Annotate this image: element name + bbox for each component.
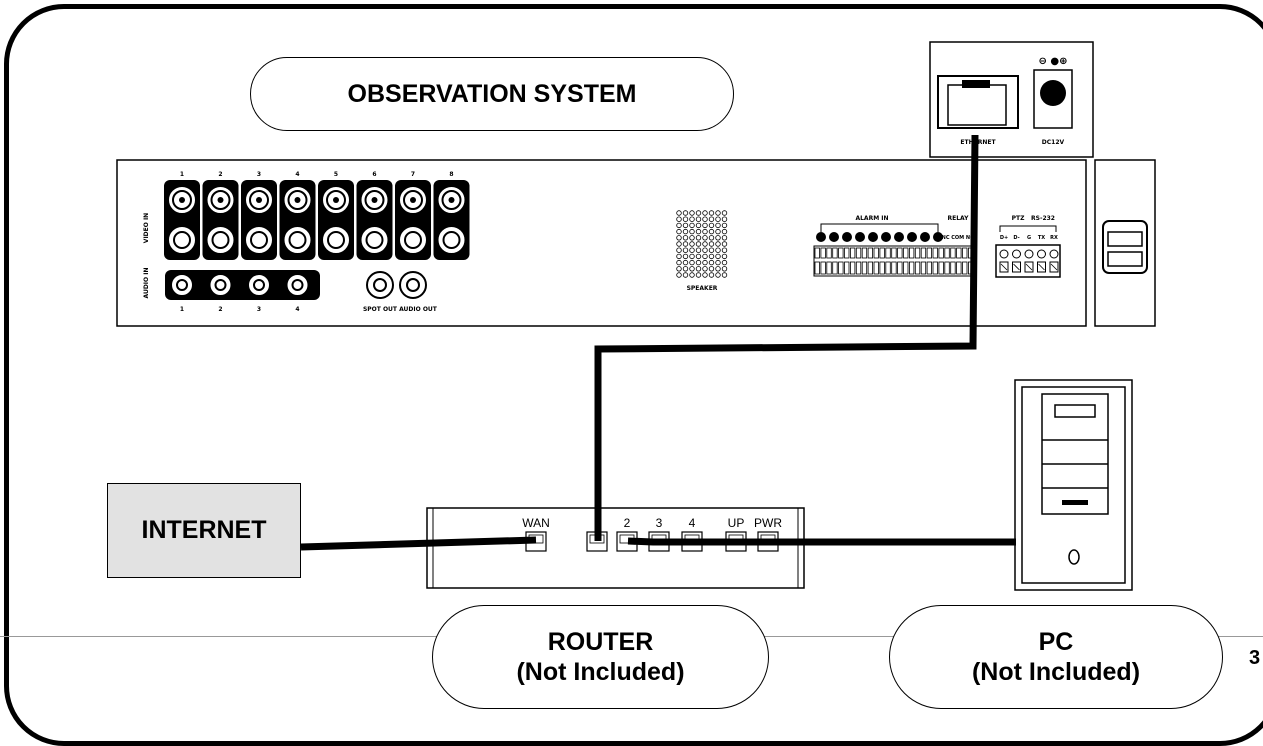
- internet-box: INTERNET: [107, 483, 301, 578]
- video-in-connector[interactable]: [398, 185, 428, 255]
- ptz-label: PTZ: [1012, 215, 1025, 222]
- dc12v-label: DC12V: [1042, 139, 1065, 146]
- router-port-label: 3: [656, 516, 663, 530]
- video-in-connector[interactable]: [282, 185, 313, 255]
- dc-jack-icon[interactable]: [1040, 80, 1066, 106]
- video-channel-number: 5: [334, 171, 338, 178]
- pc-power-button-icon[interactable]: [1068, 549, 1080, 565]
- diagram-canvas: ⊖ ●⊕ ETHERNET DC12V VIDEO IN AUDIO IN 1 2…: [116, 41, 1156, 591]
- pc-pill-line1: PC: [1038, 628, 1074, 656]
- audio-in-connector[interactable]: [285, 273, 310, 297]
- alarm-terminal-block: [813, 245, 975, 277]
- ptz-terminal-label: TX: [1038, 235, 1045, 241]
- observation-system-label: OBSERVATION SYSTEM: [347, 80, 637, 108]
- speaker-label: SPEAKER: [687, 285, 718, 292]
- pc-tower: [1014, 379, 1133, 591]
- alarm-in-label: ALARM IN: [855, 215, 888, 222]
- ptz-terminal-label: G: [1027, 235, 1031, 241]
- audio-in-connector[interactable]: [208, 273, 233, 297]
- ethernet-power-panel: ⊖ ●⊕ ETHERNET DC12V: [929, 41, 1094, 158]
- video-channel-number: 4: [295, 171, 299, 178]
- alarm-in-indicators: [816, 232, 943, 242]
- cables: [300, 134, 1016, 551]
- relay-terminals-label: NC COM NO: [942, 235, 975, 241]
- page-number: 3: [1249, 647, 1261, 669]
- video-in-connectors: 1 2 3 4 5 6 7 8: [164, 171, 470, 260]
- router-pill-line2: (Not Included): [516, 658, 685, 686]
- audio-channel-number: 4: [295, 306, 299, 313]
- video-in-label: VIDEO IN: [143, 213, 150, 243]
- video-in-connector[interactable]: [244, 185, 274, 255]
- dvr-back-panel: VIDEO IN AUDIO IN 1 2 3 4 5 6 7 8 1 2 3 4 SPOT OUT…: [116, 159, 1156, 327]
- audio-channel-number: 3: [257, 306, 261, 313]
- router-pill-line1: ROUTER: [547, 628, 654, 656]
- polarity-symbol: ⊖ ●⊕: [1039, 56, 1068, 67]
- audio-in-connector[interactable]: [170, 273, 194, 297]
- video-in-connector[interactable]: [321, 185, 351, 255]
- spot-out-label: SPOT OUT: [363, 306, 398, 313]
- pc-pill: PC (Not Included): [889, 605, 1223, 709]
- dvr-ethernet-to-router-cable: [594, 134, 979, 541]
- video-channel-number: 8: [449, 171, 453, 178]
- router-port-label: UP: [728, 516, 745, 530]
- video-in-connector[interactable]: [436, 185, 467, 255]
- router-to-pc-cable: [627, 537, 1016, 546]
- internet-label: INTERNET: [141, 516, 267, 544]
- router-port-label: WAN: [522, 516, 550, 530]
- ptz-terminal-label: RX: [1050, 235, 1058, 241]
- audio-channel-number: 2: [218, 306, 222, 313]
- video-in-connector[interactable]: [205, 185, 236, 255]
- pc-pill-line2: (Not Included): [971, 658, 1141, 686]
- ptz-terminal-label: D+: [1000, 235, 1008, 241]
- router-pill: ROUTER (Not Included): [432, 605, 769, 709]
- ptz-rs232-terminals: D+ D- G TX RX: [995, 225, 1061, 278]
- observation-system-pill: OBSERVATION SYSTEM: [250, 57, 734, 131]
- audio-in-connector[interactable]: [247, 273, 271, 297]
- audio-channel-number: 1: [180, 306, 184, 313]
- rs232-label: RS-232: [1031, 215, 1055, 222]
- router-port-label: 4: [689, 516, 696, 530]
- video-channel-number: 6: [372, 171, 376, 178]
- video-in-connector[interactable]: [167, 185, 197, 255]
- video-in-connector[interactable]: [359, 185, 390, 255]
- ethernet-label: ETHERNET: [960, 139, 996, 146]
- video-channel-number: 1: [180, 171, 184, 178]
- router-port-label: PWR: [754, 516, 782, 530]
- audio-in-connectors: 1 2 3 4: [170, 273, 310, 313]
- speaker-grille: [676, 210, 728, 278]
- audio-out-label: AUDIO OUT: [399, 306, 438, 313]
- video-channel-number: 7: [411, 171, 415, 178]
- video-channel-number: 2: [218, 171, 222, 178]
- audio-in-label: AUDIO IN: [143, 268, 150, 299]
- relay-label: RELAY: [948, 215, 970, 222]
- internet-to-router-wan-cable: [300, 536, 537, 551]
- router-port-label: 2: [624, 516, 631, 530]
- video-channel-number: 3: [257, 171, 261, 178]
- ptz-terminal-label: D-: [1013, 235, 1019, 241]
